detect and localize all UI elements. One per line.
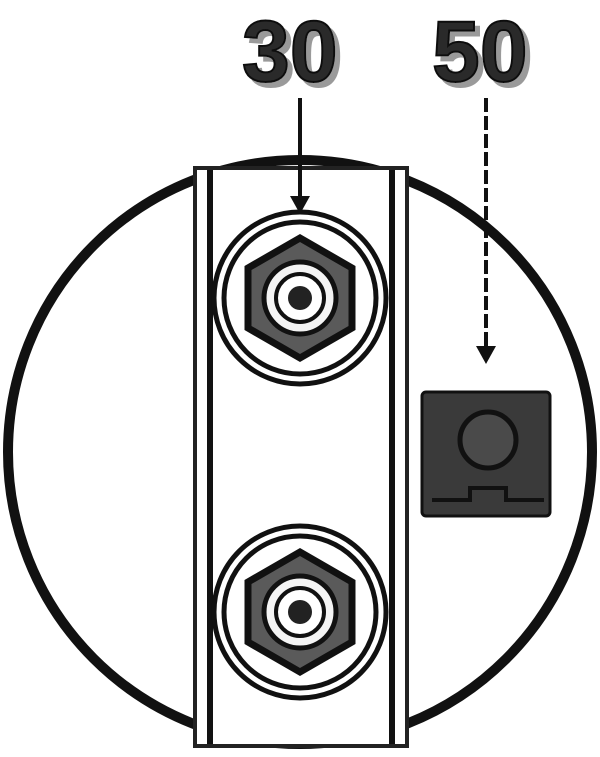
terminal-bottom-nut <box>211 523 389 701</box>
terminal-50-block <box>420 390 552 518</box>
terminal-30-nut <box>211 209 389 387</box>
label-30: 30 <box>242 4 338 100</box>
arrow-30 <box>290 98 310 214</box>
label-50: 50 <box>432 4 528 100</box>
arrow-50 <box>476 98 496 364</box>
